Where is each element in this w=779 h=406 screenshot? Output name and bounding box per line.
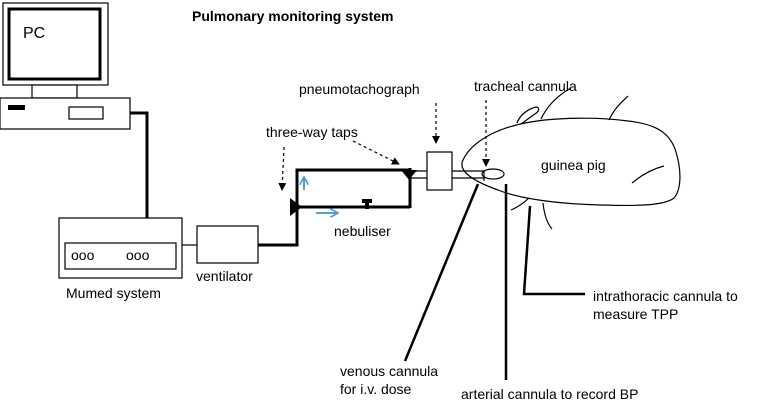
nebuliser-cap — [362, 199, 372, 203]
ventilator-box — [196, 225, 259, 264]
intrathoracic-label-line1: intrathoracic cannula to — [593, 288, 738, 304]
three-way-tap-left — [290, 198, 302, 216]
pc-monitor-stand — [31, 84, 78, 99]
pc-case — [0, 97, 131, 130]
guinea-pig-lower-foot — [510, 197, 530, 211]
guinea-pig-hind-leg — [631, 165, 665, 184]
mumed-system: ooo ooo Mumed system — [58, 217, 183, 301]
venous-label-line2: for i.v. dose — [340, 381, 412, 397]
pneumotachograph-box — [426, 151, 453, 191]
pc-drive-slot — [8, 105, 25, 110]
mumed-dials-right: ooo — [126, 247, 150, 263]
guinea-pig: guinea pig — [461, 87, 681, 230]
diagram-title: Pulmonary monitoring system — [192, 8, 393, 24]
guinea-pig-body — [461, 117, 681, 207]
pneumotachograph-label: pneumotachograph — [299, 81, 420, 97]
three-way-taps-label: three-way taps — [266, 124, 358, 140]
mumed-panel — [64, 242, 177, 270]
three-way-tap-left-pointer — [278, 146, 287, 191]
pc-case-body — [0, 97, 131, 130]
pc-drive-bay — [68, 106, 104, 120]
nebuliser: nebuliser — [334, 199, 391, 239]
ventilator: ventilator — [196, 225, 259, 284]
mumed-label: Mumed system — [66, 285, 161, 301]
nebuliser-label: nebuliser — [334, 223, 391, 239]
pneumotachograph: pneumotachograph — [299, 81, 453, 191]
pc-to-mumed-cable — [130, 111, 149, 218]
tracheal-cannula-label: tracheal cannula — [474, 78, 577, 94]
guinea-pig-label: guinea pig — [541, 157, 606, 173]
nebuliser-stem — [365, 203, 369, 209]
guinea-pig-lower-leg — [542, 202, 553, 230]
ventilator-label: ventilator — [196, 268, 253, 284]
arterial-label: arterial cannula to record BP — [461, 386, 638, 402]
guinea-pig-front-leg — [540, 87, 572, 120]
pc-monitor: PC — [2, 2, 109, 99]
tracheal-cannula-ring — [481, 168, 505, 180]
intrathoracic-label-line2: measure TPP — [593, 306, 678, 322]
three-way-tap-right — [401, 170, 417, 180]
three-way-tap-right-pointer — [352, 140, 400, 165]
pc-monitor-screen — [7, 7, 102, 81]
mumed-dials-left: ooo — [71, 247, 95, 263]
guinea-pig-ear — [516, 106, 540, 125]
tracheal-cannula: tracheal cannula — [474, 78, 577, 180]
intrathoracic-cannula-line — [522, 205, 585, 296]
pc-label: PC — [23, 25, 45, 42]
venous-cannula-line — [403, 183, 480, 362]
guinea-pig-back-leg — [608, 95, 629, 121]
venous-label-line1: venous cannula — [340, 363, 438, 379]
